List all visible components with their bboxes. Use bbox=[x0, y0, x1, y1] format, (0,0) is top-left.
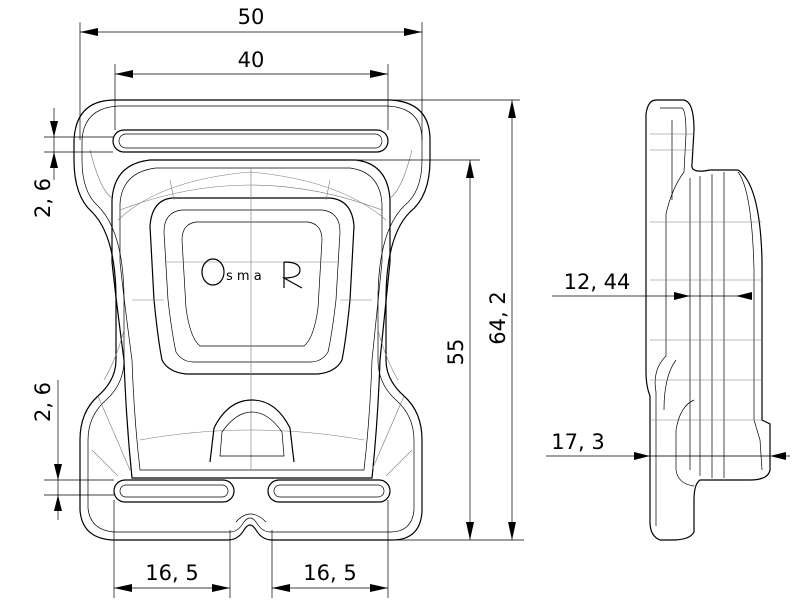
side-view bbox=[645, 99, 771, 541]
logo-recess bbox=[181, 221, 323, 347]
buckle-outline bbox=[73, 99, 431, 541]
dim-left-slot-width: 16, 5 bbox=[145, 561, 198, 585]
main-body-inner bbox=[119, 167, 383, 471]
dim-overall-width: 50 bbox=[238, 5, 265, 29]
dim-overall-height: 64, 2 bbox=[486, 291, 510, 344]
top-slot-inner bbox=[118, 133, 383, 149]
dim-side-thickness: 12, 44 bbox=[564, 270, 631, 294]
front-view: s m a bbox=[73, 99, 431, 541]
dim-side-depth: 17, 3 bbox=[551, 430, 604, 454]
center-panel-inner bbox=[163, 209, 341, 363]
buckle-outline-inner bbox=[81, 105, 423, 533]
dim-inner-height: 55 bbox=[444, 339, 468, 366]
top-slot bbox=[112, 129, 389, 153]
dim-slot-bottom: 2, 6 bbox=[31, 382, 55, 422]
svg-text:s m a: s m a bbox=[226, 269, 262, 284]
center-panel bbox=[149, 197, 355, 375]
dim-right-slot-width: 16, 5 bbox=[303, 561, 356, 585]
side-outline bbox=[645, 99, 771, 541]
main-body bbox=[111, 159, 391, 479]
dimension-lines bbox=[44, 22, 790, 598]
dim-slot-top: 2, 6 bbox=[31, 178, 55, 218]
bottom-slot-left bbox=[113, 479, 235, 503]
bottom-slot-right bbox=[267, 479, 391, 503]
logo: s m a bbox=[201, 258, 303, 289]
bottom-arch bbox=[209, 399, 295, 463]
bottom-arch-inner bbox=[219, 411, 285, 457]
dim-inner-width: 40 bbox=[238, 48, 265, 72]
